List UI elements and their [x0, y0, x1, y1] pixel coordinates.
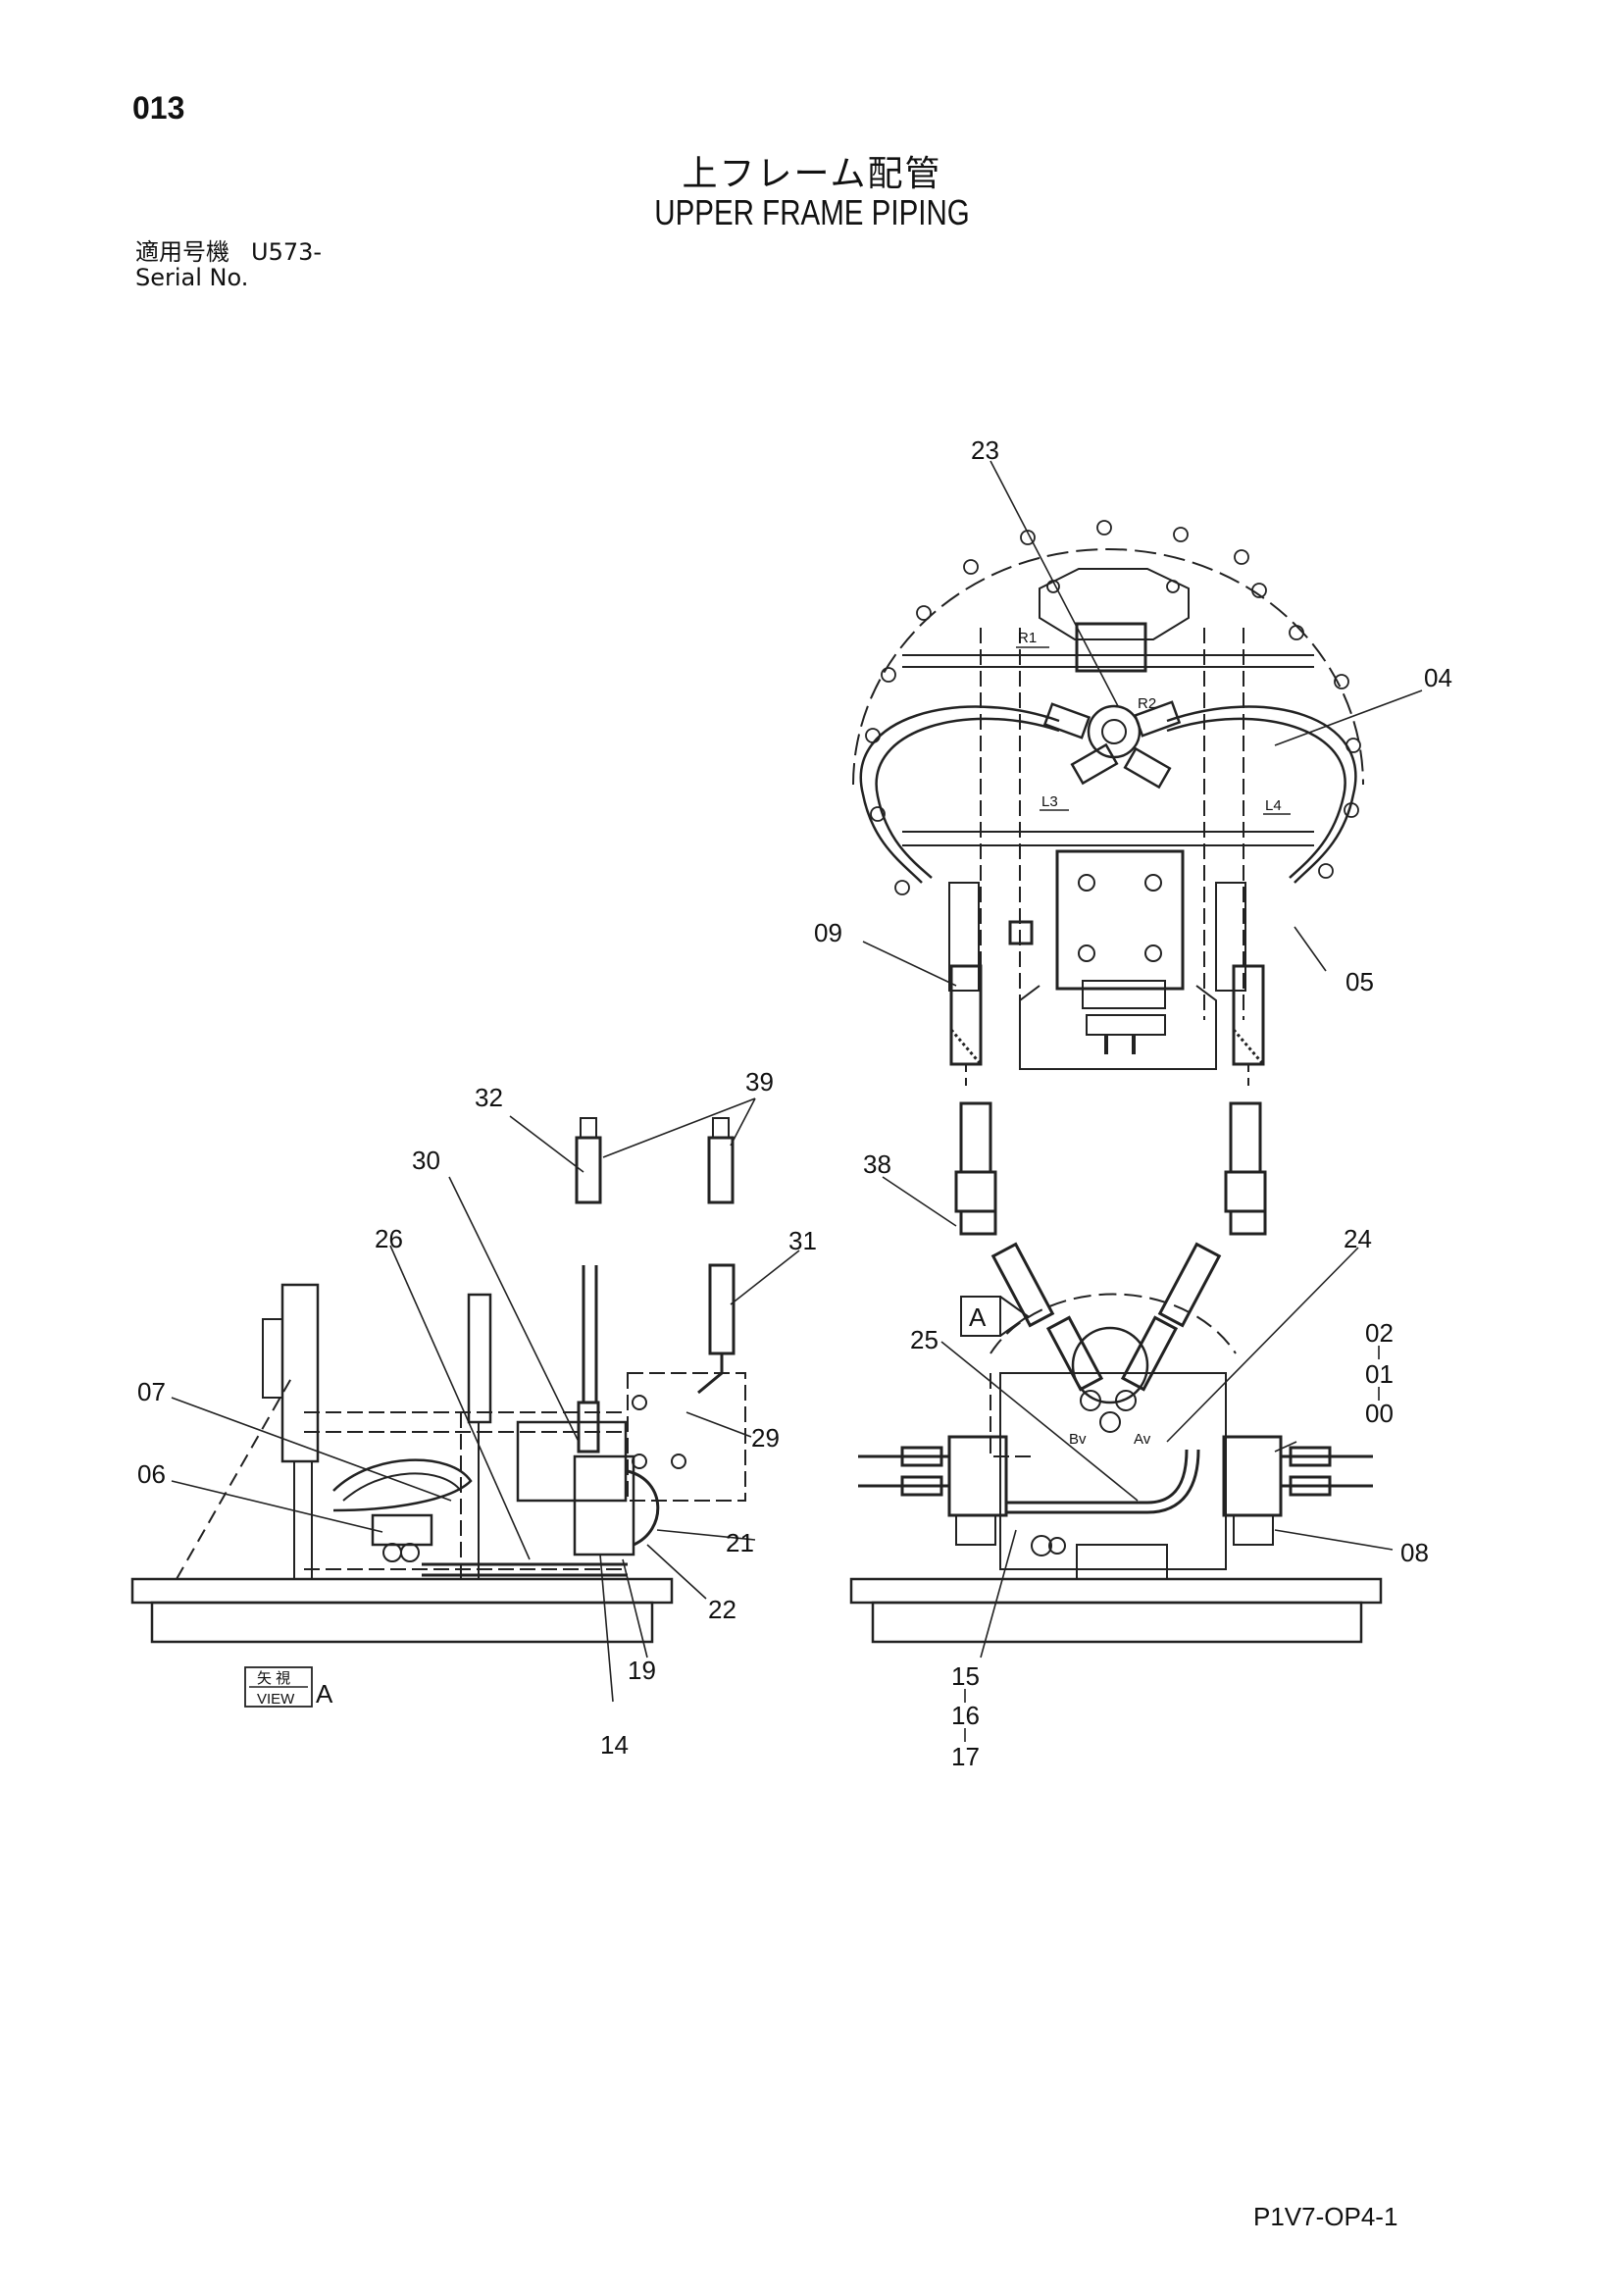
callout-32: 32 [475, 1083, 503, 1112]
callout-06: 06 [137, 1459, 166, 1489]
port-label-r2: R2 [1138, 695, 1156, 712]
callout-39: 39 [745, 1067, 774, 1097]
port-label-bv: Bv [1069, 1431, 1087, 1448]
port-label-l3: L3 [1041, 793, 1058, 810]
port-label-av: Av [1134, 1431, 1151, 1448]
center-fittings [1042, 700, 1182, 790]
callout-29: 29 [751, 1423, 780, 1453]
top-flange-plate [1039, 568, 1190, 640]
callout-08: 08 [1400, 1538, 1429, 1567]
view-a-marker: A [960, 1296, 1030, 1337]
callout-19: 19 [628, 1656, 656, 1685]
top-boss [1075, 622, 1147, 673]
view-badge-letter: A [316, 1679, 333, 1709]
callout-01: 01 [1365, 1359, 1394, 1389]
bolt-holes [865, 520, 1361, 895]
page-title-japanese: 上フレーム配管 [682, 154, 942, 194]
port-labels: R1 R2 L3 L4 Bv Av [1018, 630, 1282, 1448]
callout-05: 05 [1345, 967, 1374, 996]
serial-info: 適用号機 U573- Serial No. [135, 239, 322, 290]
page-title-english: UPPER FRAME PIPING [654, 192, 970, 232]
callout-09: 09 [814, 918, 842, 947]
view-badge-english: VIEW [257, 1691, 295, 1708]
callout-22: 22 [708, 1595, 736, 1624]
callout-14: 14 [600, 1730, 629, 1760]
callout-30: 30 [412, 1146, 440, 1175]
serial-label-japanese: 適用号機 [135, 238, 229, 266]
bottom-right-assembly [849, 1242, 1383, 1644]
callout-21: 21 [726, 1528, 754, 1557]
serial-label-english: Serial No. [135, 264, 249, 291]
callout-15: 15 [951, 1661, 980, 1691]
view-badge-japanese: 矢 視 [257, 1670, 290, 1687]
callout-31: 31 [788, 1226, 817, 1255]
callout-16: 16 [951, 1701, 980, 1730]
middle-hoses [954, 1101, 1267, 1236]
swivel-body [1071, 1326, 1149, 1404]
part-callouts: 23 04 09 05 32 39 30 38 31 26 24 07 25 2… [137, 435, 1452, 1771]
callout-17: 17 [951, 1742, 980, 1771]
callout-02: 02 [1365, 1318, 1394, 1348]
serial-value: U573- [251, 238, 323, 266]
view-marker-letter: A [969, 1302, 987, 1332]
port-label-l4: L4 [1265, 797, 1282, 814]
valve-block [1055, 849, 1185, 991]
top-view-assembly [852, 520, 1364, 1089]
left-upright-plate [280, 1283, 320, 1463]
callout-26: 26 [375, 1224, 403, 1253]
callout-38: 38 [863, 1149, 891, 1179]
callout-24: 24 [1344, 1224, 1372, 1253]
drawing-code: P1V7-OP4-1 [1253, 2202, 1398, 2231]
left-valve-block [516, 1420, 628, 1503]
callout-04: 04 [1424, 663, 1452, 692]
callout-23: 23 [971, 435, 999, 465]
hose-right [1166, 705, 1357, 884]
page-number: 013 [132, 90, 185, 126]
hose-left [859, 705, 1060, 884]
left-view-assembly [130, 1117, 746, 1644]
callout-07: 07 [137, 1377, 166, 1406]
view-badge: 矢 視 VIEW A [244, 1666, 333, 1709]
leader-lines [171, 460, 1423, 1703]
callout-00: 00 [1365, 1399, 1394, 1428]
port-label-r1: R1 [1018, 630, 1037, 646]
callout-25: 25 [910, 1325, 939, 1354]
swing-circle-outline [852, 548, 1364, 786]
